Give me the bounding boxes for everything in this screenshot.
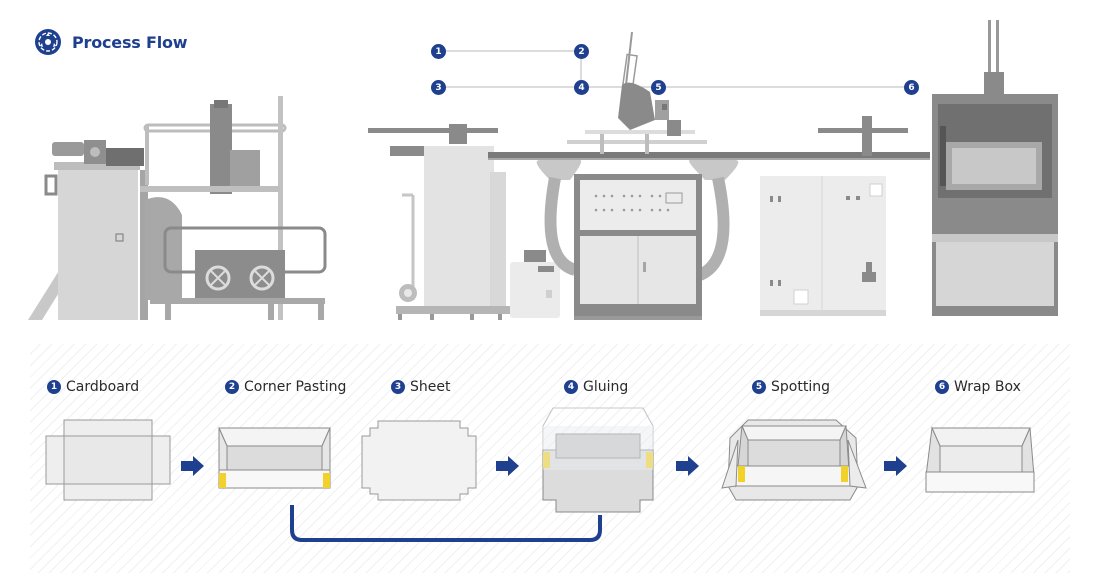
machine-marker-4: 4 [574,80,589,95]
corner-pasting-illustration [218,427,331,489]
step-number: 1 [47,380,61,394]
step-text: Spotting [771,379,830,395]
machine-marker-2: 2 [574,44,589,59]
step-label-wrap-box: 6 Wrap Box [935,379,1021,395]
step-label-corner-pasting: 2 Corner Pasting [225,379,346,395]
machine-marker-1: 1 [431,44,446,59]
sheet-illustration [361,420,477,501]
machine-marker-6: 6 [904,80,919,95]
flow-arrow-2 [496,456,519,476]
flow-arrow-3 [676,456,699,476]
machine-illustration [28,20,1058,320]
step-number: 4 [564,380,578,394]
step-label-sheet: 3 Sheet [391,379,450,395]
step-text: Sheet [410,379,451,395]
process-flow-icon [35,29,61,55]
wrap-box-illustration [925,426,1035,493]
wrap-box-machine [932,20,1058,316]
machine-marker-3: 3 [431,80,446,95]
gluing-illustration [542,407,654,513]
feeder-machine [28,96,327,320]
spotting-illustration [721,419,867,501]
step-label-spotting: 5 Spotting [752,379,830,395]
production-line [368,31,930,320]
step-text: Gluing [583,379,629,395]
step-text: Cardboard [66,379,140,395]
step-text: Wrap Box [954,379,1021,395]
step-number: 2 [225,380,239,394]
flow-arrow-1 [181,456,204,476]
flow-arrow-4 [884,456,907,476]
page-title: Process Flow [72,32,188,52]
return-connector [290,505,602,542]
step-label-gluing: 4 Gluing [564,379,628,395]
step-number: 3 [391,380,405,394]
step-text: Corner Pasting [244,379,347,395]
machine-marker-5: 5 [651,80,666,95]
cardboard-illustration [45,419,171,501]
step-number: 6 [935,380,949,394]
step-number: 5 [752,380,766,394]
header: Process Flow [34,28,188,56]
step-label-cardboard: 1 Cardboard [47,379,139,395]
